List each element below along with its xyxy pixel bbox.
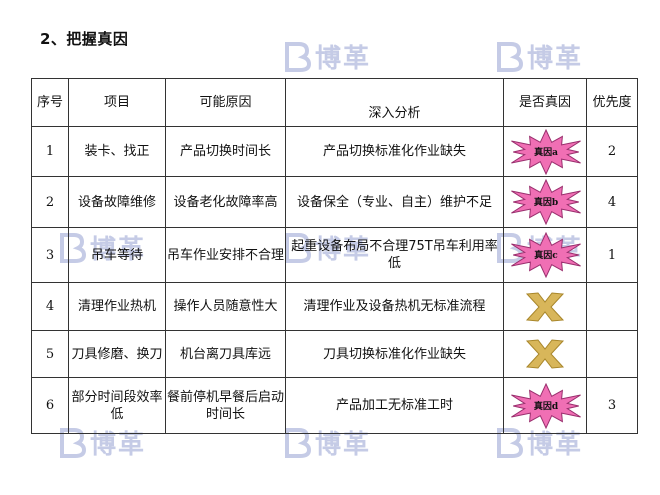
watermark-mark-icon bbox=[497, 41, 523, 72]
cell-cause: 操作人员随意性大 bbox=[165, 282, 286, 331]
starburst-shape bbox=[511, 128, 581, 175]
cell-cause: 吊车作业安排不合理 bbox=[165, 227, 286, 283]
root-cause-starburst-icon: 真因c bbox=[511, 232, 581, 278]
header-priority: 优先度 bbox=[586, 78, 638, 127]
root-cause-label: 真因c bbox=[534, 249, 558, 261]
table-row: 4 清理作业热机 操作人员随意性大 清理作业及设备热机无标准流程 bbox=[31, 282, 638, 331]
cell-item: 清理作业热机 bbox=[68, 282, 166, 331]
cell-cause: 餐前停机早餐后启动时间长 bbox=[165, 377, 286, 434]
cell-cause: 机台离刀具库远 bbox=[165, 330, 286, 378]
cell-analysis: 产品切换标准化作业缺失 bbox=[285, 126, 504, 177]
header-no: 序号 bbox=[31, 78, 69, 127]
root-cause-table: 序号 项目 可能原因 深入分析 是否真因 优先度 1 装卡、找正 产品切换时间长… bbox=[31, 78, 638, 434]
cell-analysis: 清理作业及设备热机无标准流程 bbox=[285, 282, 504, 331]
cell-priority: 4 bbox=[586, 176, 638, 228]
cell-analysis: 产品加工无标准工时 bbox=[285, 377, 504, 434]
header-analysis: 深入分析 bbox=[285, 78, 504, 127]
root-cause-label: 真因a bbox=[534, 146, 558, 158]
cross-icon bbox=[525, 291, 565, 322]
header-item: 项目 bbox=[68, 78, 166, 127]
cell-no: 5 bbox=[31, 330, 69, 378]
cell-priority: 2 bbox=[586, 126, 638, 177]
cell-mark: 真因a bbox=[503, 126, 587, 177]
cell-mark bbox=[503, 282, 587, 331]
cell-mark: 真因c bbox=[503, 227, 587, 283]
cell-mark: 真因b bbox=[503, 176, 587, 228]
starburst-shape bbox=[511, 179, 581, 225]
starburst-shape bbox=[511, 382, 581, 429]
cell-analysis: 设备保全（专业、自主）维护不足 bbox=[285, 176, 504, 228]
table-row: 2 设备故障维修 设备老化故障率高 设备保全（专业、自主）维护不足 真因b 4 bbox=[31, 176, 638, 228]
cell-item: 设备故障维修 bbox=[68, 176, 166, 228]
root-cause-label: 真因b bbox=[534, 196, 558, 208]
table-row: 3 吊车等待 吊车作业安排不合理 起重设备布局不合理75T吊车利用率低 真因c … bbox=[31, 227, 638, 283]
cell-analysis: 起重设备布局不合理75T吊车利用率低 bbox=[285, 227, 504, 283]
cross-shape bbox=[525, 291, 565, 322]
cell-no: 4 bbox=[31, 282, 69, 331]
cell-item: 装卡、找正 bbox=[68, 126, 166, 177]
cell-mark: 真因d bbox=[503, 377, 587, 434]
header-is-root-cause: 是否真因 bbox=[503, 78, 587, 127]
cell-priority bbox=[586, 282, 638, 331]
table-row: 6 部分时间段效率低 餐前停机早餐后启动时间长 产品加工无标准工时 真因d 3 bbox=[31, 377, 638, 434]
root-cause-starburst-icon: 真因b bbox=[511, 179, 581, 225]
cell-item: 刀具修磨、换刀 bbox=[68, 330, 166, 378]
cell-no: 1 bbox=[31, 126, 69, 177]
cell-analysis: 刀具切换标准化作业缺失 bbox=[285, 330, 504, 378]
cell-priority: 3 bbox=[586, 377, 638, 434]
watermark-text: 博革 bbox=[527, 44, 584, 74]
root-cause-starburst-icon: 真因d bbox=[511, 382, 581, 429]
cell-no: 6 bbox=[31, 377, 69, 434]
table-row: 5 刀具修磨、换刀 机台离刀具库远 刀具切换标准化作业缺失 bbox=[31, 330, 638, 378]
cross-icon bbox=[525, 339, 565, 369]
cell-item: 吊车等待 bbox=[68, 227, 166, 283]
cell-item: 部分时间段效率低 bbox=[68, 377, 166, 434]
cell-priority bbox=[586, 330, 638, 378]
watermark-mark-icon bbox=[285, 41, 311, 72]
cell-cause: 设备老化故障率高 bbox=[165, 176, 286, 228]
table-row: 1 装卡、找正 产品切换时间长 产品切换标准化作业缺失 真因a 2 bbox=[31, 126, 638, 177]
cell-no: 2 bbox=[31, 176, 69, 228]
root-cause-starburst-icon: 真因a bbox=[511, 128, 581, 175]
section-heading: 2、把握真因 bbox=[40, 30, 129, 48]
cell-mark bbox=[503, 330, 587, 378]
root-cause-label: 真因d bbox=[534, 400, 559, 412]
cross-shape bbox=[525, 339, 565, 369]
cell-no: 3 bbox=[31, 227, 69, 283]
cell-priority: 1 bbox=[586, 227, 638, 283]
table-header-row: 序号 项目 可能原因 深入分析 是否真因 优先度 bbox=[31, 78, 638, 127]
cell-cause: 产品切换时间长 bbox=[165, 126, 286, 177]
watermark-logo: 博革 bbox=[285, 38, 371, 75]
watermark-logo: 博革 bbox=[497, 38, 583, 75]
starburst-shape bbox=[511, 232, 581, 278]
header-cause: 可能原因 bbox=[165, 78, 286, 127]
watermark-text: 博革 bbox=[315, 44, 372, 74]
